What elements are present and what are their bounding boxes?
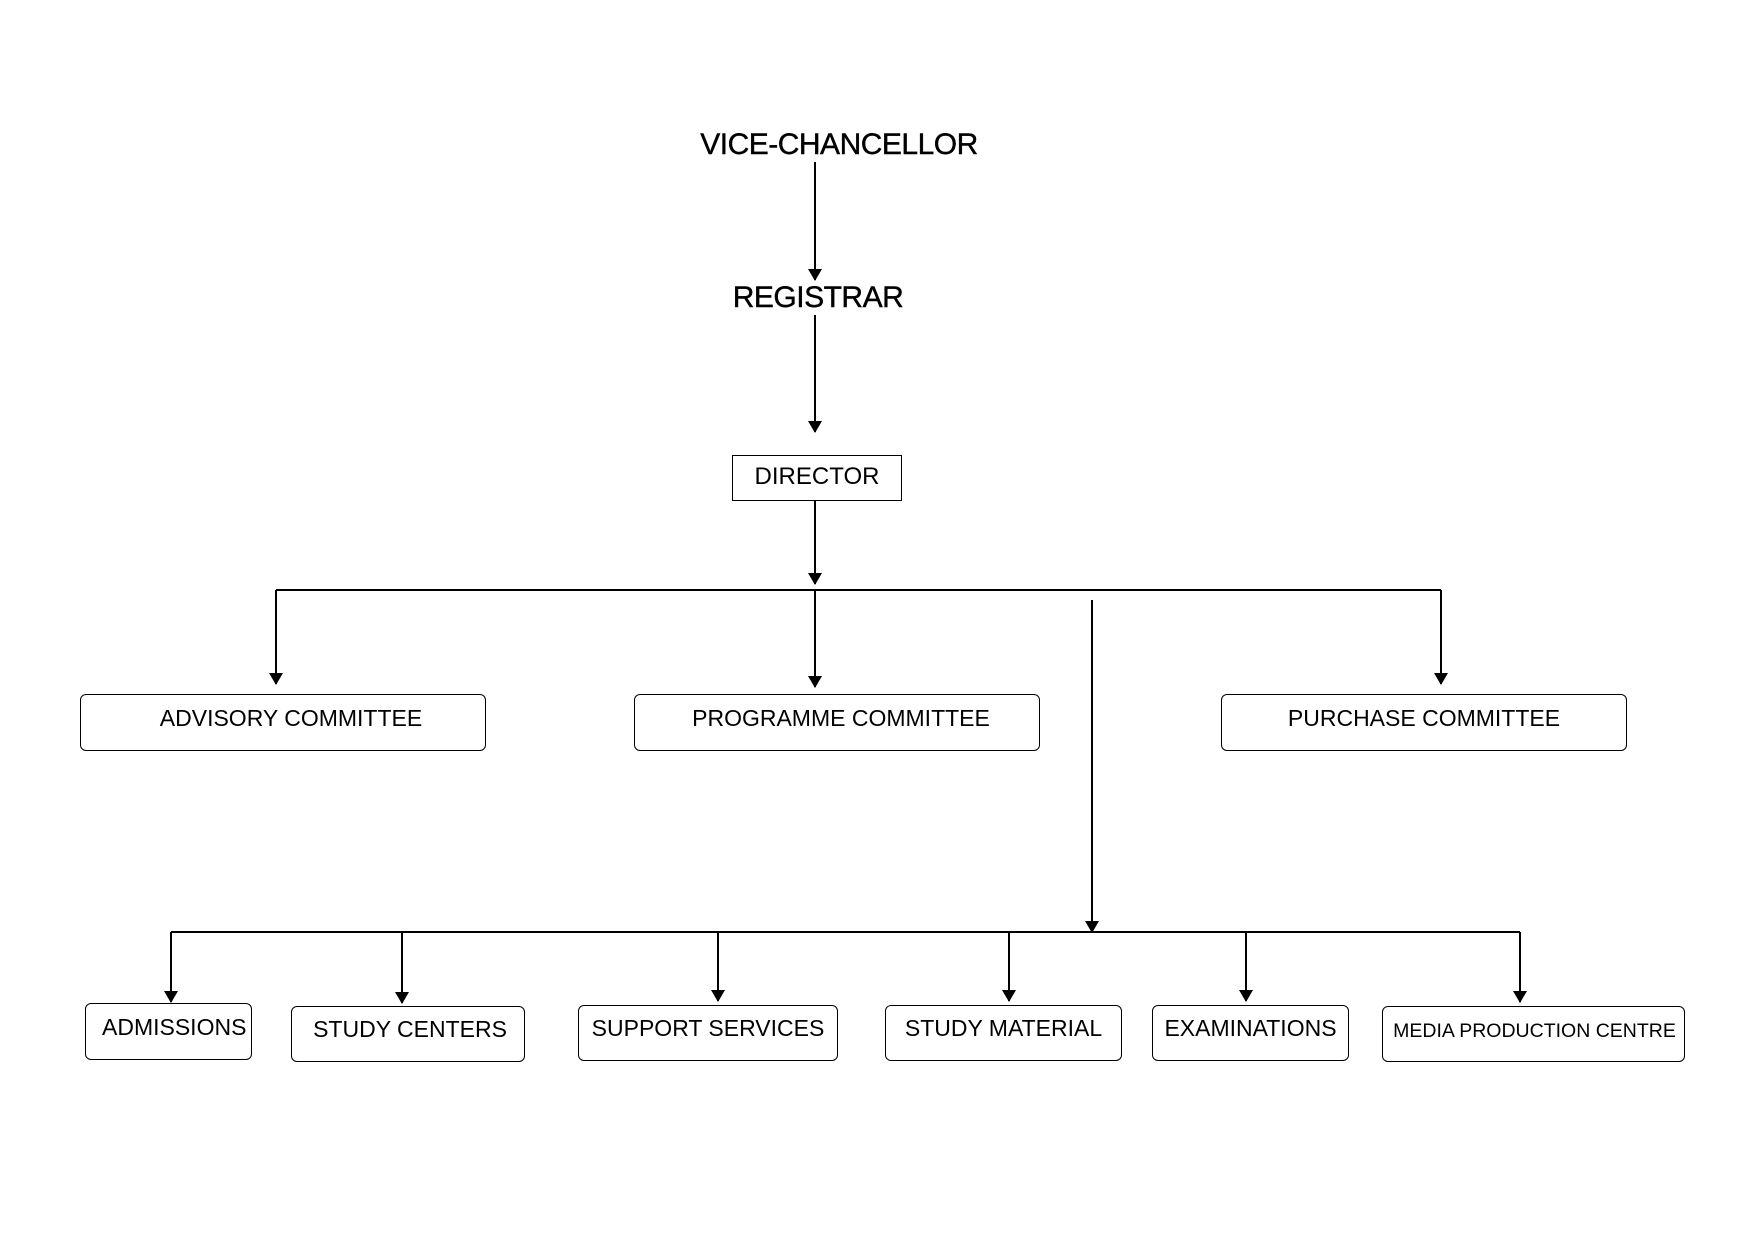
examinations-box: EXAMINATIONS (1152, 1005, 1349, 1061)
study-centers-box: STUDY CENTERS (291, 1006, 525, 1062)
purchase-committee-label: PURCHASE COMMITTEE (1287, 705, 1561, 731)
examinations-label: EXAMINATIONS (1164, 1015, 1337, 1041)
advisory-committee-box: ADVISORY COMMITTEE (80, 694, 486, 751)
study-material-box: STUDY MATERIAL (885, 1005, 1122, 1061)
purchase-committee-box: PURCHASE COMMITTEE (1221, 694, 1627, 751)
director-box: DIRECTOR (732, 455, 902, 501)
vice-chancellor-label: VICE-CHANCELLOR (700, 128, 978, 161)
admissions-box: ADMISSIONS (85, 1003, 252, 1060)
support-services-label: SUPPORT SERVICES (591, 1015, 825, 1041)
study-centers-label: STUDY CENTERS (313, 1016, 507, 1042)
media-production-centre-label: MEDIA PRODUCTION CENTRE (1393, 1020, 1676, 1042)
study-material-label: STUDY MATERIAL (904, 1015, 1103, 1041)
director-label: DIRECTOR (754, 463, 880, 490)
admissions-label: ADMISSIONS (102, 1014, 247, 1040)
media-production-centre-box: MEDIA PRODUCTION CENTRE (1382, 1006, 1685, 1062)
advisory-committee-label: ADVISORY COMMITTEE (159, 705, 423, 731)
programme-committee-label: PROGRAMME COMMITTEE (692, 705, 990, 731)
support-services-box: SUPPORT SERVICES (578, 1005, 838, 1061)
programme-committee-box: PROGRAMME COMMITTEE (634, 694, 1040, 751)
registrar-label: REGISTRAR (732, 281, 904, 314)
